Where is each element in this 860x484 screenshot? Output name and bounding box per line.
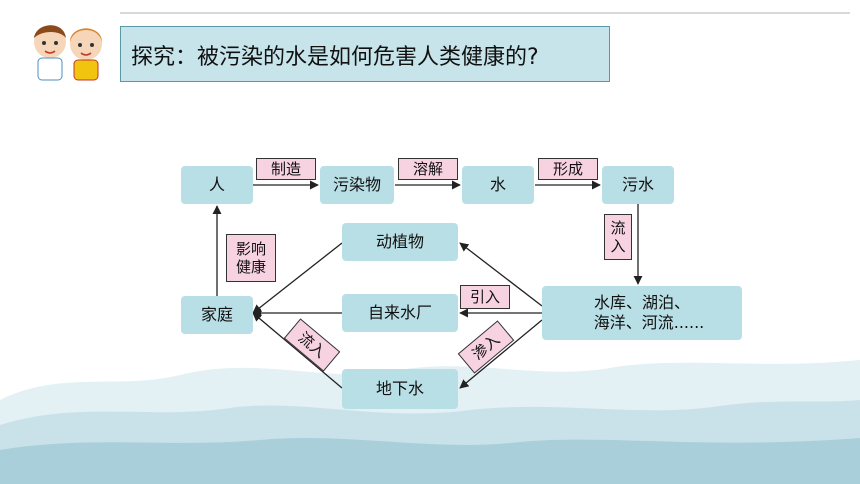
top-divider	[120, 12, 850, 14]
arrow-waterbodies-to-plants	[459, 242, 543, 307]
label-flow-in-top-char2: 入	[610, 237, 626, 255]
node-water-bodies-line1: 水库、湖泊、	[593, 293, 690, 312]
node-home: 家庭	[181, 296, 253, 334]
node-water-bodies-line2: 海洋、河流......	[593, 313, 705, 332]
node-pollutant-label: 污染物	[332, 175, 381, 194]
node-waterworks-label: 自来水厂	[367, 303, 432, 322]
label-make-text: 制造	[270, 160, 301, 178]
label-affect-line2: 健康	[235, 258, 266, 276]
label-flow-in-top-char1: 流	[610, 219, 626, 237]
label-draw-in-text: 引入	[469, 288, 500, 306]
label-draw-in: 引入	[460, 285, 510, 309]
node-plants-animals-label: 动植物	[375, 232, 424, 251]
children-mascot-icon	[34, 25, 102, 81]
arrow-waterbodies-to-groundwater	[459, 319, 543, 389]
node-plants-animals: 动植物	[342, 223, 458, 261]
node-groundwater: 地下水	[342, 369, 458, 409]
label-make: 制造	[256, 158, 316, 180]
label-affect-line1: 影响	[235, 240, 266, 258]
title-bar: 探究：被污染的水是如何危害人类健康的?	[120, 26, 610, 82]
node-water-label: 水	[489, 175, 506, 194]
label-form-text: 形成	[552, 160, 583, 178]
node-person-label: 人	[208, 175, 225, 194]
label-dissolve-text: 溶解	[412, 160, 443, 178]
label-form: 形成	[538, 158, 598, 180]
node-groundwater-label: 地下水	[375, 379, 424, 398]
label-affect-health: 影响 健康	[226, 234, 276, 282]
node-sewage-label: 污水	[621, 175, 654, 194]
node-sewage: 污水	[602, 166, 674, 204]
node-person: 人	[181, 166, 253, 204]
node-water: 水	[462, 166, 534, 204]
label-flow-in-top: 流 入	[604, 214, 632, 260]
node-waterworks: 自来水厂	[342, 294, 458, 332]
node-pollutant: 污染物	[320, 166, 394, 204]
mountain-landscape-background	[0, 360, 860, 484]
arrow-plants-to-home	[252, 242, 343, 314]
page-title: 探究：被污染的水是如何危害人类健康的?	[131, 45, 539, 70]
label-dissolve: 溶解	[398, 158, 458, 180]
node-water-bodies: 水库、湖泊、 海洋、河流......	[542, 286, 742, 340]
node-home-label: 家庭	[200, 305, 233, 324]
